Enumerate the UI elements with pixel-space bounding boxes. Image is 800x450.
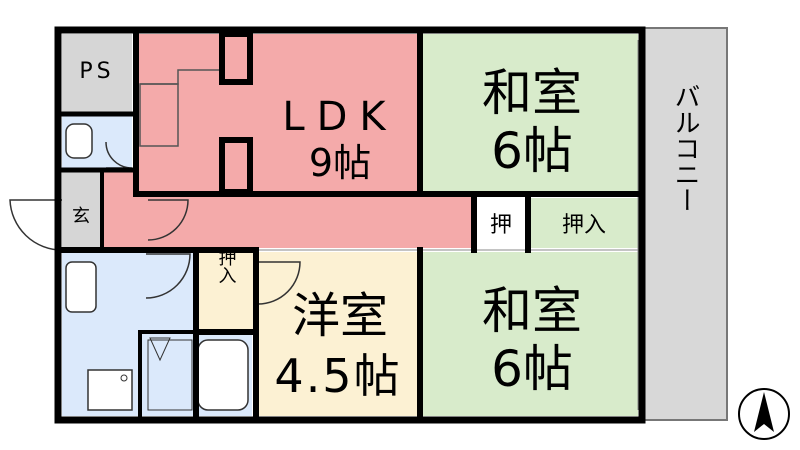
- ldk-size: 9帖: [309, 141, 371, 185]
- north-arrow-icon: [738, 388, 790, 440]
- yoshitsu-door-swing: [257, 261, 301, 305]
- washitsu2-size: 6帖: [491, 340, 573, 398]
- yoshitsu-area: [256, 252, 420, 416]
- drain-icon: [120, 374, 128, 382]
- balcony-label: バルコニー: [670, 83, 700, 213]
- ldk-lower-area: [102, 168, 472, 248]
- balcony-area: [641, 27, 728, 421]
- oshiire-right-area: [530, 198, 638, 248]
- closet-small-label: 押: [490, 213, 512, 238]
- ldk-door-swing: [147, 199, 189, 241]
- washroom-door-swing: [145, 253, 191, 299]
- bath-inner: [147, 339, 193, 411]
- washer-fixture: [87, 369, 133, 411]
- washbasin-fixture: [65, 261, 97, 313]
- ldk-area: [136, 34, 418, 192]
- yoshitsu-size: 4.5帖: [274, 349, 401, 403]
- ldk-name: LDK: [282, 94, 397, 140]
- kitchen-outline: [140, 69, 222, 85]
- washitsu2-area: [422, 252, 638, 416]
- entrance-door-swing: [9, 199, 63, 251]
- washitsu2-name: 和室: [482, 282, 582, 340]
- washitsu1-name: 和室: [482, 64, 582, 122]
- ps-label: PS: [79, 59, 114, 84]
- entrance-label: 玄: [72, 206, 90, 227]
- entrance-area: [62, 172, 102, 247]
- oshiire-left-area: [198, 252, 254, 332]
- walls: [54, 26, 646, 424]
- yoshitsu-name: 洋室: [292, 288, 388, 344]
- washitsu1-area: [422, 34, 638, 192]
- oshiire-right-label: 押入: [562, 213, 606, 238]
- ps-area: [62, 34, 132, 112]
- bath-door-swing: [149, 337, 171, 362]
- oshiire-left-label: 押入: [216, 248, 237, 284]
- closet-small-area: [476, 198, 526, 248]
- washitsu1-size: 6帖: [491, 122, 573, 180]
- toilet-fixture: [65, 123, 93, 159]
- bathtub-fixture: [197, 339, 249, 411]
